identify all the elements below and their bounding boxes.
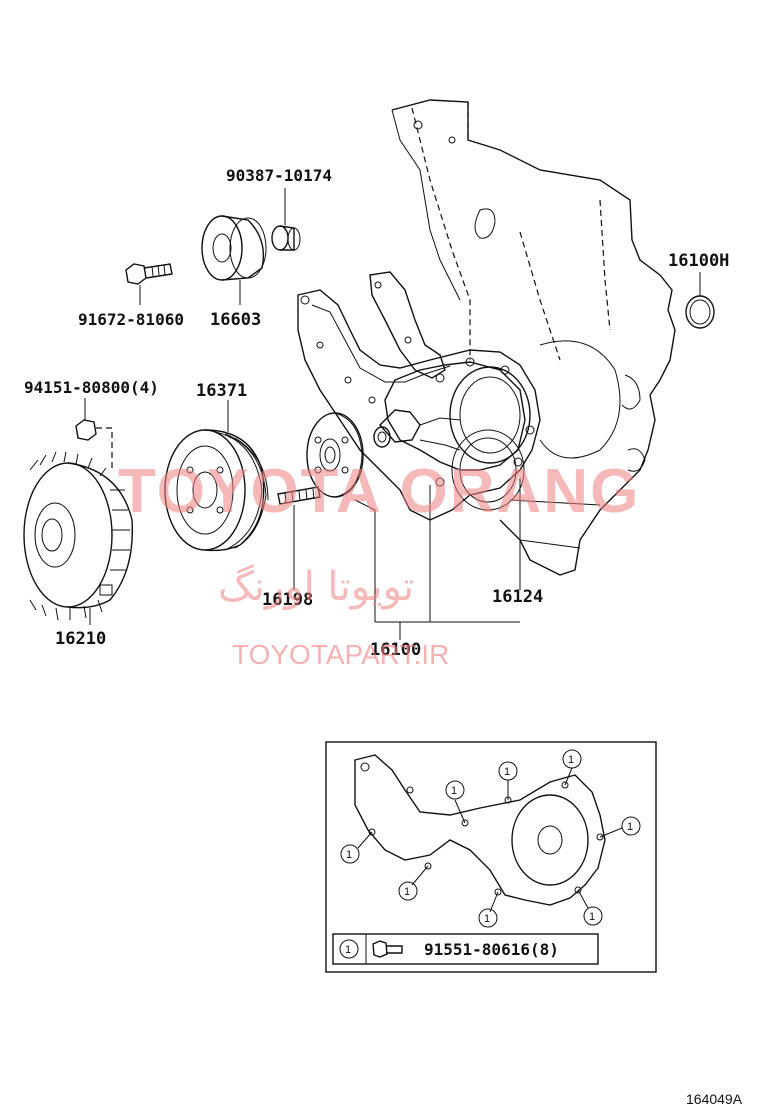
watermark-brand: TOYOTA ORANG <box>118 457 640 526</box>
fan-clutch <box>23 451 134 621</box>
label-16603: 16603 <box>210 310 261 330</box>
callout-4: 1 <box>627 821 633 833</box>
label-90387: 90387-10174 <box>226 166 332 185</box>
callout-1: 1 <box>451 785 457 797</box>
inset-box: 1 1 1 1 1 1 1 1 1 91551-80616(8) <box>325 741 657 973</box>
watermark-url: TOYOTAPART.IR <box>232 639 449 670</box>
label-16100H: 16100H <box>668 251 729 271</box>
idler-pulley <box>201 215 267 281</box>
idler-bolt <box>125 263 173 285</box>
watermark: TOYOTA ORANG تویوتا اورنگ TOYOTAPART.IR <box>118 457 640 670</box>
watermark-farsi: تویوتا اورنگ <box>218 564 414 610</box>
legend-bolt-part: 91551-80616(8) <box>424 940 559 959</box>
drive-pulley <box>164 429 269 552</box>
label-94151: 94151-80800(4) <box>24 378 159 397</box>
o-ring <box>685 295 715 329</box>
water-pump <box>373 357 535 511</box>
label-16100: 16100 <box>370 640 421 660</box>
callout-7: 1 <box>404 886 410 898</box>
pump-hub <box>306 412 364 498</box>
leader-lines <box>84 188 701 640</box>
timing-cover <box>391 99 676 576</box>
label-16210: 16210 <box>55 629 106 649</box>
upper-gasket <box>369 271 446 379</box>
bolt-icon <box>372 940 403 958</box>
callout-3: 1 <box>568 754 574 766</box>
spacer-collar <box>271 225 301 251</box>
label-91672: 91672-81060 <box>78 310 184 329</box>
callout-8: 1 <box>346 849 352 861</box>
figure-ref: 164049A <box>686 1091 743 1107</box>
inset-callouts: 1 1 1 1 1 1 1 1 <box>340 749 641 928</box>
part-labels: 90387-10174 91672-81060 16603 94151-8080… <box>24 166 729 660</box>
legend-callout: 1 <box>345 944 351 956</box>
label-16371: 16371 <box>196 381 247 401</box>
stud-bolt-16198 <box>277 486 321 505</box>
label-16198: 16198 <box>262 590 313 610</box>
pump-gasket <box>297 289 541 521</box>
fan-nut <box>75 419 113 470</box>
callout-6: 1 <box>484 913 490 925</box>
callout-2: 1 <box>504 766 510 778</box>
callout-5: 1 <box>589 911 595 923</box>
label-16124: 16124 <box>492 587 543 607</box>
